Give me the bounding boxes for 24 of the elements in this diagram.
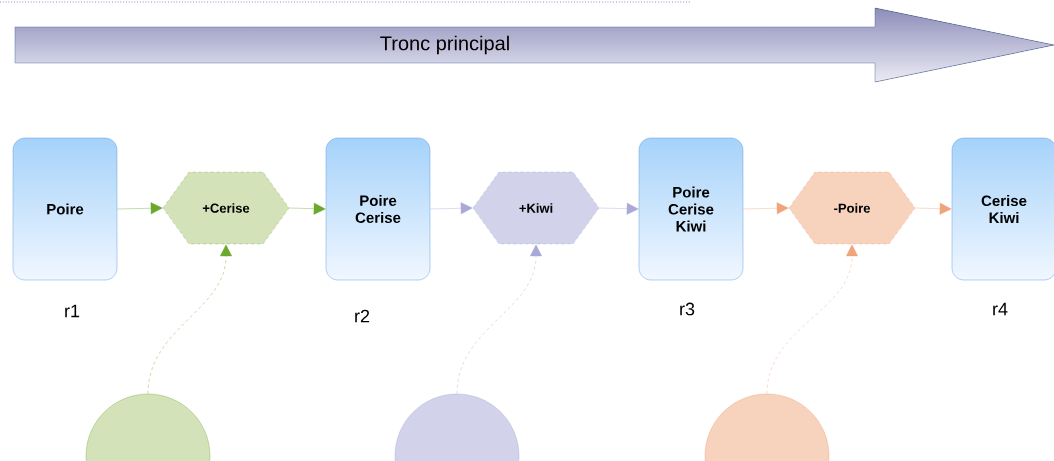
author-circle	[394, 393, 520, 461]
arrow	[599, 202, 639, 215]
change-hexagon: +Cerise	[162, 171, 290, 245]
state-box: Cerise Kiwi	[951, 137, 1054, 281]
author-circle	[85, 393, 211, 461]
arrow	[430, 202, 473, 215]
arrow	[743, 202, 789, 215]
arrow	[766, 244, 858, 394]
revision-label: r3	[680, 302, 695, 316]
arrow	[915, 202, 952, 215]
arrow	[456, 244, 542, 394]
arrow	[117, 202, 163, 215]
arrow	[147, 244, 232, 394]
change-hexagon: -Poire	[788, 171, 916, 245]
author-circle	[704, 393, 830, 461]
change-hexagon: +Kiwi	[472, 171, 600, 245]
arrow-band: Tronc principal	[14, 7, 1054, 83]
revision-label: r1	[65, 304, 80, 318]
arrow	[289, 202, 326, 215]
state-box: Poire	[12, 137, 118, 281]
revision-label: r4	[993, 302, 1008, 316]
revision-label: r2	[355, 309, 370, 323]
state-box: Poire Cerise	[325, 137, 431, 281]
state-box: Poire Cerise Kiwi	[638, 137, 744, 281]
